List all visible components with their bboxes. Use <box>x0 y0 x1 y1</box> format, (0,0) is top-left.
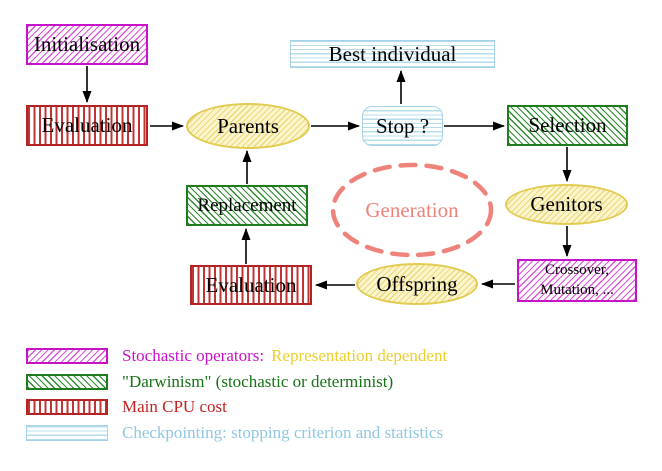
node-evaluation-bottom: Evaluation <box>190 265 312 305</box>
node-crossover-mutation: Crossover, Mutation, ... <box>517 259 637 302</box>
node-stop-label: Stop ? <box>375 113 430 138</box>
node-initialisation: Initialisation <box>26 24 148 65</box>
node-stop: Stop ? <box>362 106 443 146</box>
legend-stochastic-secondary: Representation dependent <box>271 346 448 365</box>
node-replacement-label: Replacement <box>197 194 297 216</box>
node-best-individual-label: Best individual <box>328 41 457 66</box>
legend-text-darwinism: "Darwinism" (stochastic or determinist) <box>122 372 393 392</box>
legend-stochastic-primary: Stochastic operators: <box>122 346 265 365</box>
node-evaluation-bottom-label: Evaluation <box>205 272 297 297</box>
node-evaluation-top-label: Evaluation <box>41 113 133 138</box>
legend-row-stochastic: Stochastic operators: Representation depe… <box>26 346 447 366</box>
node-offspring-label: Offspring <box>376 271 458 296</box>
node-initialisation-label: Initialisation <box>33 32 141 57</box>
node-best-individual: Best individual <box>290 40 495 68</box>
legend-cpu-cost-primary: Main CPU cost <box>122 397 227 416</box>
legend-row-checkpointing: Checkpointing: stopping criterion and st… <box>26 423 443 443</box>
node-crossover-line1: Crossover, <box>545 262 609 278</box>
node-selection: Selection <box>507 105 628 146</box>
legend-swatch-green-hatch <box>26 374 108 390</box>
legend-darwinism-primary: "Darwinism" (stochastic or determinist) <box>122 372 394 391</box>
node-parents: Parents <box>186 103 310 149</box>
legend-checkpointing-primary: Checkpointing: stopping criterion and st… <box>122 423 444 442</box>
node-replacement: Replacement <box>186 185 308 226</box>
legend-row-cpu-cost: Main CPU cost <box>26 397 227 417</box>
legend-swatch-cyan-stripes <box>26 425 108 441</box>
node-genitors-label: Genitors <box>530 192 603 217</box>
legend-text-stochastic: Stochastic operators: Representation depe… <box>122 346 447 366</box>
node-evaluation-top: Evaluation <box>26 105 148 146</box>
legend-text-checkpointing: Checkpointing: stopping criterion and st… <box>122 423 443 443</box>
node-genitors: Genitors <box>505 184 628 225</box>
legend-text-cpu-cost: Main CPU cost <box>122 397 227 417</box>
node-crossover-line2: Mutation, ... <box>540 281 614 298</box>
generation-label: Generation <box>365 198 459 222</box>
legend-swatch-magenta-hatch <box>26 348 108 364</box>
legend-swatch-red-stripes <box>26 399 108 415</box>
node-parents-label: Parents <box>217 113 279 138</box>
legend-row-darwinism: "Darwinism" (stochastic or determinist) <box>26 372 393 392</box>
node-selection-label: Selection <box>528 113 607 138</box>
node-offspring: Offspring <box>356 263 478 305</box>
